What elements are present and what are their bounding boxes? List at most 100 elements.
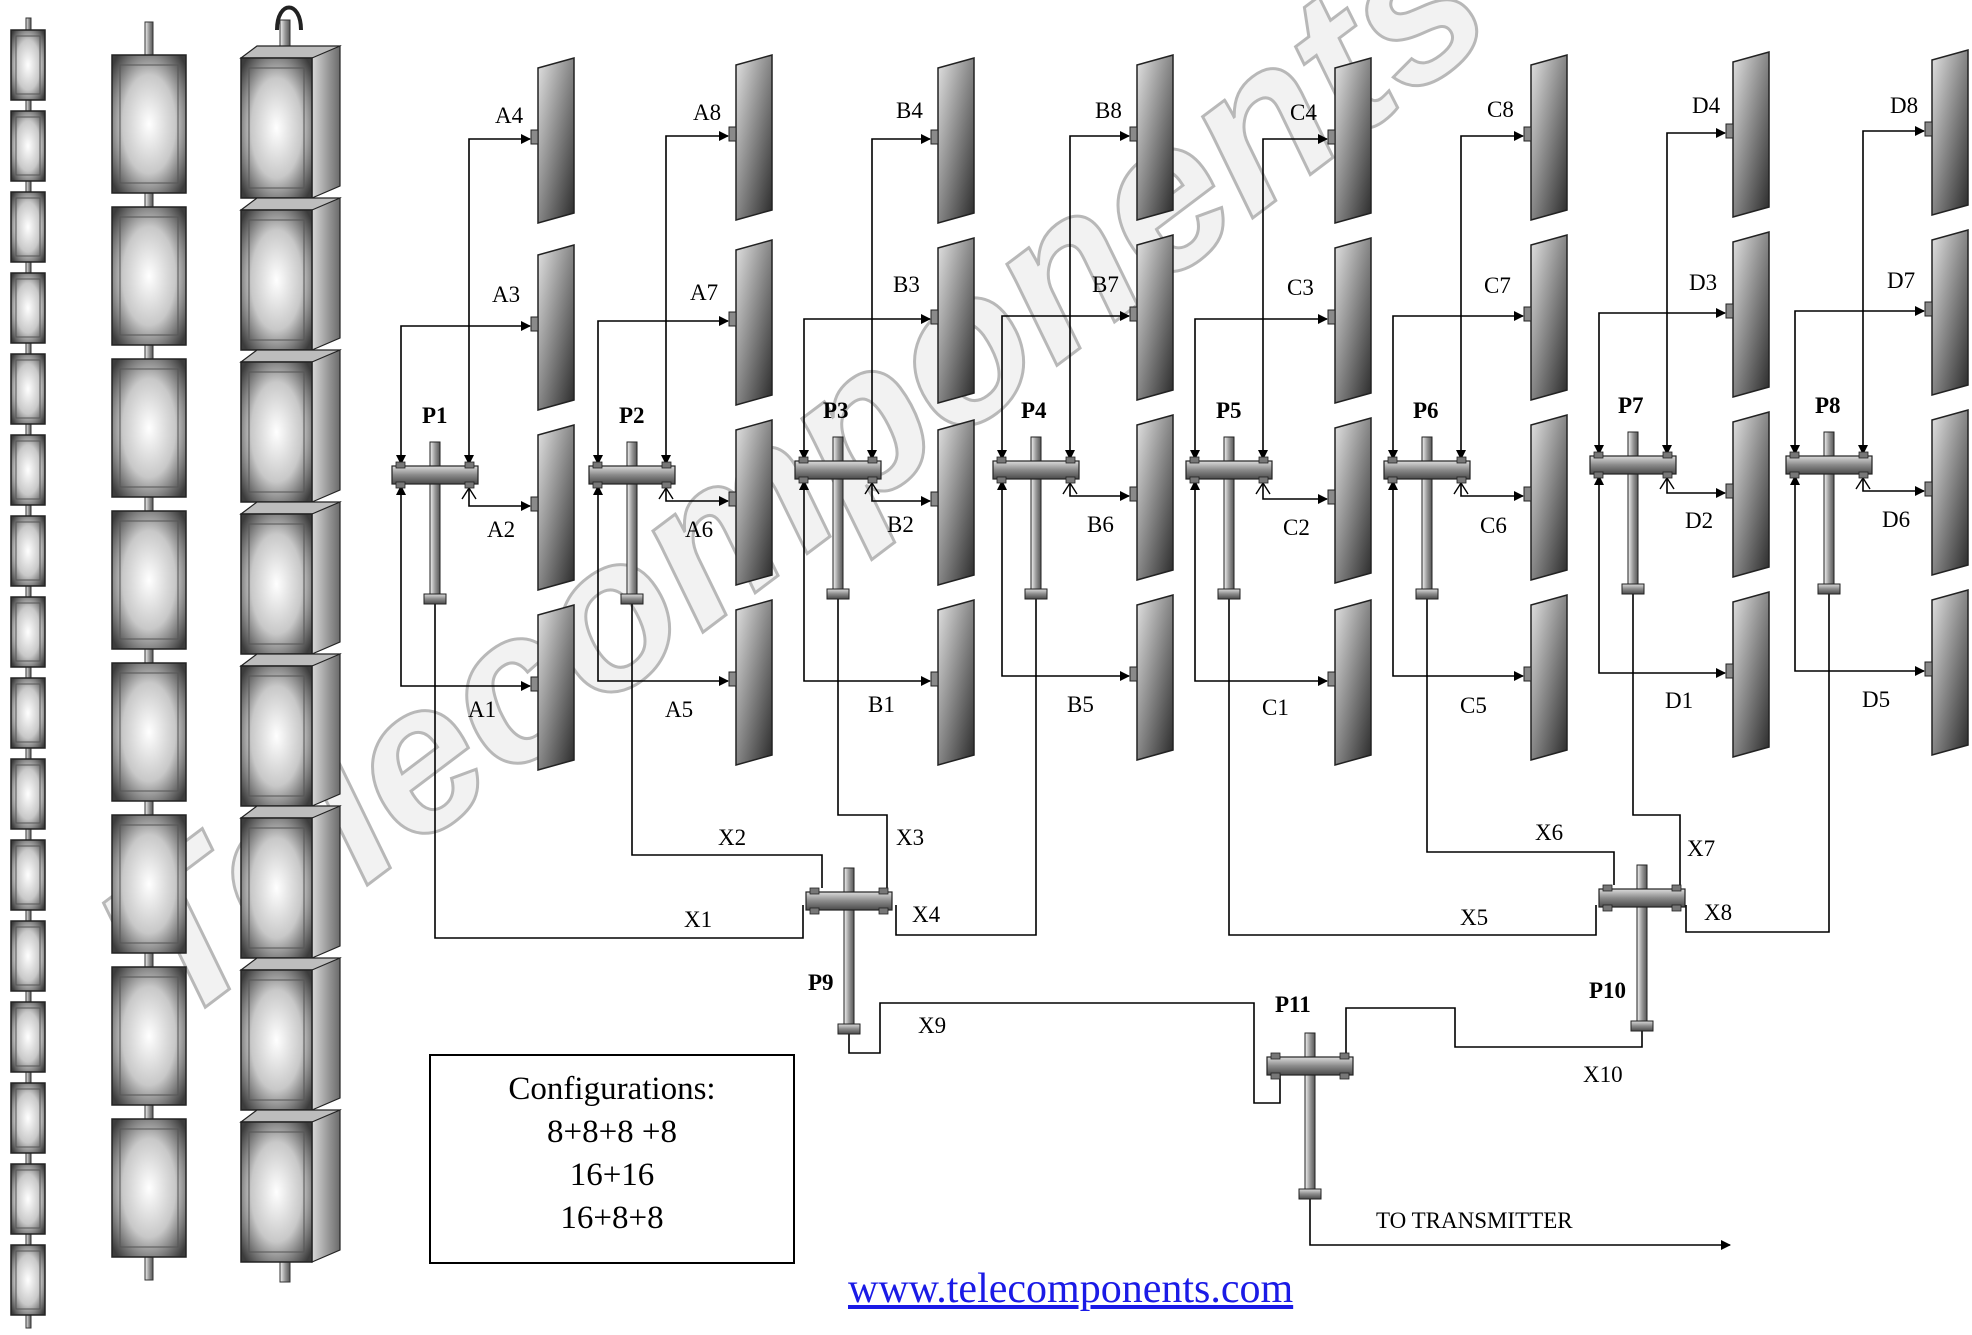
- panel-antenna: [937, 599, 975, 766]
- panel-antenna: [537, 57, 575, 224]
- cable-label: X5: [1460, 905, 1488, 930]
- panel-antenna: [537, 244, 575, 411]
- panel-label: D2: [1685, 508, 1713, 533]
- divider-5-port: [1258, 476, 1269, 484]
- stack-element-inner: [248, 827, 305, 949]
- panel-label: C1: [1262, 695, 1289, 720]
- panel-connector: [1129, 306, 1138, 322]
- cable-lower: [1666, 476, 1726, 498]
- panel-connector: [930, 129, 939, 145]
- stack-element-inner: [15, 1007, 41, 1067]
- stack-element: [10, 596, 46, 668]
- divider-label: P10: [1589, 978, 1626, 1003]
- divider-4-port: [1065, 456, 1076, 464]
- divider-2-input: [620, 593, 644, 605]
- stack-element-inner: [119, 1128, 179, 1248]
- divider-1-input: [423, 593, 447, 605]
- panel-connector: [728, 311, 737, 327]
- divider-8-input: [1817, 583, 1841, 595]
- panel-label: C2: [1283, 515, 1310, 540]
- stack-element-inner: [119, 368, 179, 488]
- cable-lower: [1262, 481, 1328, 504]
- panel-connector: [530, 676, 539, 692]
- divider-11-port: [1339, 1052, 1350, 1060]
- stack-element-inner: [248, 219, 305, 341]
- panel-connector: [728, 491, 737, 507]
- panel-connector: [1924, 661, 1933, 677]
- stack-element: [10, 434, 46, 506]
- stack-element-inner: [15, 521, 41, 581]
- panel-antenna: [937, 237, 975, 404]
- stack-element: [111, 1118, 187, 1258]
- cable-x8: [1685, 590, 1830, 933]
- stack-element: [10, 110, 46, 182]
- stack-element: [240, 57, 313, 199]
- panel-label: C5: [1460, 693, 1487, 718]
- cable-upper: [1388, 311, 1524, 460]
- panel-connector: [930, 671, 939, 687]
- stack-element-inner: [119, 216, 179, 336]
- panel-antenna: [1931, 589, 1969, 756]
- panel-antenna: [1931, 409, 1969, 576]
- cable-upper: [396, 321, 531, 465]
- divider-1-port: [464, 461, 475, 469]
- cable-x3: [837, 595, 888, 888]
- panel-label: D3: [1689, 270, 1717, 295]
- panel-label: B7: [1092, 272, 1119, 297]
- panel-antenna: [735, 54, 773, 221]
- panel-label: A1: [468, 697, 496, 722]
- divider-11-port: [1270, 1072, 1281, 1080]
- antenna-stacks: [10, 5, 342, 1329]
- stack-element-side: [311, 653, 341, 807]
- panel-label: D5: [1862, 687, 1890, 712]
- website-link[interactable]: www.telecomponents.com: [848, 1266, 1294, 1312]
- panel-antenna: [537, 604, 575, 771]
- panel-connector: [1523, 486, 1532, 502]
- divider-7: [1589, 455, 1677, 475]
- stack-element-inner: [15, 845, 41, 905]
- configuration-option: 16+8+8: [560, 1200, 664, 1236]
- stack-element-inner: [15, 278, 41, 338]
- divider-6: [1383, 460, 1471, 480]
- stack-element: [240, 361, 313, 503]
- panel-antenna: [1530, 54, 1568, 221]
- cable-lower: [1460, 481, 1524, 501]
- panel-antenna: [1334, 57, 1372, 224]
- panel-label: A6: [685, 517, 713, 542]
- cable-bottom: [1594, 475, 1726, 678]
- panel-connector: [530, 496, 539, 512]
- divider-9-port: [878, 887, 889, 895]
- stack-mast: [144, 21, 154, 1281]
- divider-2-port: [592, 461, 603, 469]
- stack-element-side: [311, 197, 341, 351]
- stack-element-inner: [15, 116, 41, 176]
- divider-label: P1: [422, 403, 448, 428]
- divider-10-input: [1630, 1020, 1654, 1032]
- panel-antenna: [937, 419, 975, 586]
- cable-lower: [468, 486, 531, 511]
- divider-1-port: [395, 481, 406, 489]
- cable-bottom: [396, 485, 531, 691]
- cable-bottom: [1388, 480, 1524, 681]
- panel-connector: [1327, 129, 1336, 145]
- stack-element-inner: [248, 67, 305, 189]
- cable-x2: [631, 600, 823, 888]
- lifting-eye: [275, 5, 303, 31]
- diagram-labels: A1A2A3A4A5A6A7A8B1B2B3B4B5B6B7B8C1C2C3C4…: [422, 93, 1918, 1233]
- panel-connector: [1523, 126, 1532, 142]
- divider-label: P8: [1815, 393, 1841, 418]
- stack-element-inner: [15, 602, 41, 662]
- panel-antenna: [1136, 594, 1174, 761]
- panel-connector: [1327, 671, 1336, 687]
- panel-connector: [1725, 483, 1734, 499]
- divider-7-input: [1621, 583, 1645, 595]
- stack-element-side: [311, 957, 341, 1111]
- cable-label: X4: [912, 902, 941, 927]
- cable-label: X10: [1583, 1062, 1623, 1087]
- panel-antenna: [1732, 411, 1770, 578]
- stack-element: [111, 206, 187, 346]
- cable-output: [1309, 1195, 1731, 1250]
- stack-element: [10, 353, 46, 425]
- divider-label: P3: [823, 398, 849, 423]
